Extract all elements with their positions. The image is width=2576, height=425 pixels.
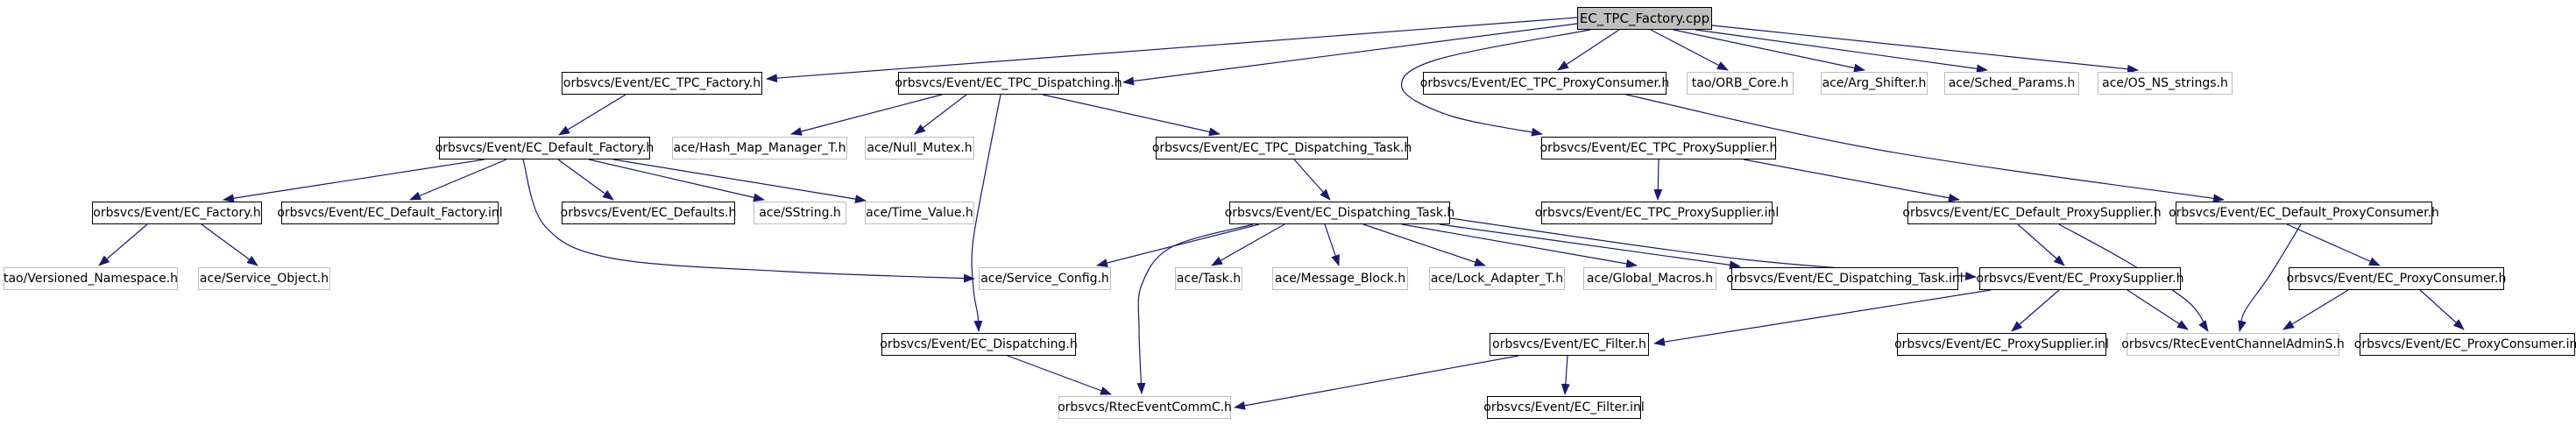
edge-default_factory_h-default_factory_inl bbox=[409, 159, 507, 201]
graph-node-ec_filter_h[interactable]: orbsvcs/Event/EC_Filter.h bbox=[1490, 333, 1649, 356]
graph-node-tpc_dispatching_task_h[interactable]: orbsvcs/Event/EC_TPC_Dispatching_Task.h bbox=[1152, 137, 1412, 159]
graph-node-ace_task: ace/Task.h bbox=[1175, 267, 1242, 290]
graph-node-service_config: ace/Service_Config.h bbox=[979, 267, 1111, 290]
edge-cpp-arg_shifter bbox=[1673, 29, 1865, 73]
edge-tpc_dispatching_h-ec_dispatching_h bbox=[971, 94, 1001, 332]
graph-node-cpp: EC_TPC_Factory.cpp bbox=[1577, 7, 1712, 30]
graph-node-orb_core: tao/ORB_Core.h bbox=[1687, 72, 1794, 95]
edge-ec_dispatching_task_h-service_config bbox=[1096, 223, 1260, 267]
edge-cpp-tpc_factory_h bbox=[766, 17, 1578, 83]
edge-tpc_dispatching_h-null_mutex bbox=[914, 94, 967, 135]
edge-tpc_dispatching_h-tpc_dispatching_task_h bbox=[1042, 94, 1221, 137]
edge-ec_factory_h-service_object bbox=[201, 223, 258, 266]
edge-cpp-orb_core bbox=[1650, 29, 1729, 71]
edge-ec_filter_h-rtec_comm bbox=[1234, 355, 1519, 410]
graph-node-tpc_factory_h[interactable]: orbsvcs/Event/EC_TPC_Factory.h bbox=[562, 72, 762, 95]
graph-node-time_value: ace/Time_Value.h bbox=[865, 202, 974, 224]
graph-node-ec_defaults_h[interactable]: orbsvcs/Event/EC_Defaults.h bbox=[561, 202, 736, 224]
edge-ec_factory_h-versioned_ns bbox=[98, 223, 148, 266]
graph-node-versioned_ns: tao/Versioned_Namespace.h bbox=[4, 267, 178, 290]
graph-node-tpc_proxysupplier_inl[interactable]: orbsvcs/Event/EC_TPC_ProxySupplier.inl bbox=[1535, 202, 1779, 224]
edge-default_factory_h-ec_defaults_h bbox=[557, 159, 614, 201]
graph-node-ec_proxysupplier_h[interactable]: orbsvcs/Event/EC_ProxySupplier.h bbox=[1977, 267, 2184, 290]
graph-node-service_object: ace/Service_Object.h bbox=[198, 267, 330, 290]
edge-cpp-os_ns_strings bbox=[1711, 25, 2139, 74]
graph-node-hash_map: ace/Hash_Map_Manager_T.h bbox=[672, 137, 847, 159]
edge-default_proxyconsumer_h-ec_proxyconsumer_h bbox=[2286, 223, 2381, 266]
edge-tpc_dispatching_task_h-ec_dispatching_task_h bbox=[1293, 159, 1331, 201]
edge-ec_proxyconsumer_h-rtec_admin bbox=[2282, 289, 2349, 330]
edge-ec_filter_h-ec_filter_inl bbox=[1560, 355, 1570, 395]
graph-node-default_proxysupplier_h[interactable]: orbsvcs/Event/EC_Default_ProxySupplier.h bbox=[1902, 202, 2162, 224]
edge-ec_dispatching_h-rtec_comm bbox=[1007, 355, 1112, 395]
edge-ec_dispatching_task_h-lock_adapter bbox=[1362, 223, 1486, 266]
graph-node-ec_dispatching_task_h[interactable]: orbsvcs/Event/EC_Dispatching_Task.h bbox=[1225, 202, 1454, 224]
edge-tpc_proxysupplier_h-tpc_proxysupplier_inl bbox=[1653, 159, 1663, 201]
edge-cpp-tpc_proxyconsumer_h bbox=[1557, 29, 1620, 71]
graph-node-ec_proxyconsumer_inl[interactable]: orbsvcs/Event/EC_ProxyConsumer.inl bbox=[2354, 333, 2576, 356]
edge-tpc_factory_h-default_factory_h bbox=[558, 94, 626, 136]
graph-node-ec_dispatching_task_inl[interactable]: orbsvcs/Event/EC_Dispatching_Task.inl bbox=[1726, 267, 1964, 290]
graph-node-ec_proxyconsumer_h[interactable]: orbsvcs/Event/EC_ProxyConsumer.h bbox=[2287, 267, 2506, 290]
graph-node-os_ns_strings: ace/OS_NS_strings.h bbox=[2098, 72, 2233, 95]
edge-ec_dispatching_task_h-ec_dispatching_task_inl bbox=[1439, 223, 1741, 270]
graph-node-rtec_comm: orbsvcs/RtecEventCommC.h bbox=[1058, 396, 1232, 419]
edge-tpc_dispatching_h-hash_map bbox=[790, 94, 943, 136]
graph-node-null_mutex: ace/Null_Mutex.h bbox=[865, 137, 974, 159]
graph-node-tpc_proxysupplier_h[interactable]: orbsvcs/Event/EC_TPC_ProxySupplier.h bbox=[1540, 137, 1777, 159]
graph-node-ec_proxysupplier_inl[interactable]: orbsvcs/Event/EC_ProxySupplier.inl bbox=[1894, 333, 2109, 356]
edge-default_factory_h-sstring bbox=[588, 159, 765, 202]
graph-node-sstring: ace/SString.h bbox=[754, 202, 846, 224]
edge-default_factory_h-time_value bbox=[612, 159, 867, 204]
graph-node-lock_adapter: ace/Lock_Adapter_T.h bbox=[1429, 267, 1565, 290]
graph-node-tpc_proxyconsumer_h[interactable]: orbsvcs/Event/EC_TPC_ProxyConsumer.h bbox=[1420, 72, 1669, 95]
edge-tpc_proxysupplier_h-default_proxysupplier_h bbox=[1743, 159, 1960, 202]
graph-node-default_proxyconsumer_h[interactable]: orbsvcs/Event/EC_Default_ProxyConsumer.h bbox=[2169, 202, 2439, 224]
graph-node-sched_params: ace/Sched_Params.h bbox=[1944, 72, 2079, 95]
edge-ec_dispatching_task_h-rtec_comm bbox=[1136, 223, 1254, 394]
graph-node-ec_dispatching_h[interactable]: orbsvcs/Event/EC_Dispatching.h bbox=[880, 333, 1078, 356]
edge-ec_dispatching_task_h-global_macros bbox=[1401, 223, 1638, 268]
graph-node-message_block: ace/Message_Block.h bbox=[1272, 267, 1408, 290]
edge-ec_proxyconsumer_h-ec_proxyconsumer_inl bbox=[2419, 289, 2465, 330]
edge-default_factory_h-ec_factory_h bbox=[223, 159, 485, 203]
graph-node-rtec_admin: orbsvcs/RtecEventChannelAdminS.h bbox=[2121, 333, 2345, 356]
edge-ec_proxysupplier_h-ec_proxysupplier_inl bbox=[2011, 289, 2060, 332]
edge-ec_proxysupplier_h-rtec_admin bbox=[2127, 289, 2189, 330]
graph-node-tpc_dispatching_h[interactable]: orbsvcs/Event/EC_TPC_Dispatching.h bbox=[895, 72, 1122, 95]
graph-node-arg_shifter: ace/Arg_Shifter.h bbox=[1821, 72, 1928, 95]
graph-node-global_macros: ace/Global_Macros.h bbox=[1583, 267, 1716, 290]
edge-ec_dispatching_task_h-ace_task bbox=[1211, 223, 1285, 266]
graph-node-ec_factory_h[interactable]: orbsvcs/Event/EC_Factory.h bbox=[92, 202, 262, 224]
graph-node-ec_filter_inl[interactable]: orbsvcs/Event/EC_Filter.inl bbox=[1483, 396, 1645, 419]
edge-cpp-sched_params bbox=[1695, 29, 1988, 74]
graph-node-default_factory_h[interactable]: orbsvcs/Event/EC_Default_Factory.h bbox=[435, 137, 654, 159]
edge-default_proxysupplier_h-ec_proxysupplier_h bbox=[2017, 223, 2065, 266]
edge-ec_dispatching_task_h-message_block bbox=[1324, 223, 1340, 266]
graph-node-default_factory_inl[interactable]: orbsvcs/Event/EC_Default_Factory.inl bbox=[277, 202, 503, 224]
